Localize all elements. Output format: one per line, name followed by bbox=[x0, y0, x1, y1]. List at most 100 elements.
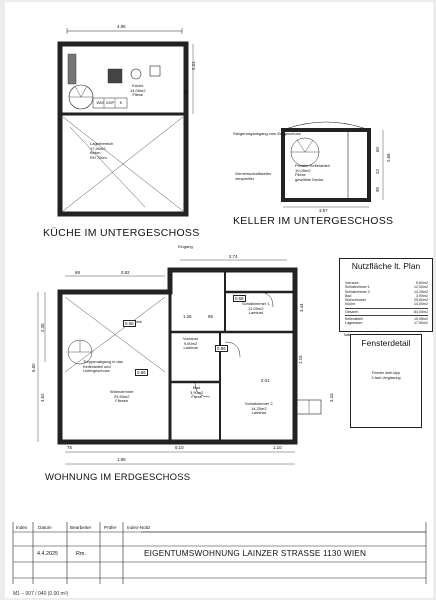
table-value-datum: 4.4.2025 bbox=[37, 551, 58, 557]
wohnung-dim-mid-c: 2.01 bbox=[261, 378, 270, 383]
tag-d: 0.86 bbox=[135, 369, 148, 376]
keller-section-title: KELLER IM UNTERGESCHOSS bbox=[233, 215, 394, 227]
table-header-datum: Datum bbox=[38, 525, 52, 530]
tag-b: 0.68 bbox=[233, 295, 246, 302]
vorraum-name: Vorraum bbox=[183, 336, 199, 341]
nutzflaeche-row: Schlafzimmer 2 14,25m2 bbox=[345, 290, 428, 294]
bad-area: 3,90m2 bbox=[190, 389, 204, 395]
kueche-dim-right: 2.21 bbox=[191, 61, 196, 70]
keller-shared-label: Gemeinschaftskeller verspertter bbox=[235, 171, 272, 181]
schlafzimmer1-area: 12,00m2 bbox=[247, 305, 264, 311]
keller-dim-bottom: 3.57 bbox=[319, 208, 328, 213]
project-title: EIGENTUMSWOHNUNG LAINZER STRASSE 1130 WI… bbox=[144, 549, 367, 558]
fensterdetail-box: Fensterdetail Fenster dreh-kipp 3-fach V… bbox=[350, 334, 422, 428]
nutzflaeche-row: Vorraum 9,60m2 bbox=[345, 281, 428, 285]
keller-dim-right-a: 60 bbox=[375, 147, 380, 152]
schlafzimmer2-label: Schlafzimmer 2 14,25m2 Laminat bbox=[245, 401, 273, 416]
storage-area: 17,90m2 bbox=[90, 145, 106, 151]
wohnung-dim-bottom-c: 1.10 bbox=[273, 445, 282, 450]
row-value: 9,60m2 bbox=[416, 281, 428, 285]
schlafzimmer2-area: 14,25m2 bbox=[250, 405, 267, 411]
table-header-bearbeiter: Bearbeiter bbox=[70, 525, 92, 530]
wohnung-dim-top: 2.74 bbox=[229, 254, 238, 259]
vorraum-floor: Laminat bbox=[183, 345, 198, 351]
keller-dim-right-c: 90 bbox=[375, 187, 380, 192]
wohnung-dim-mid-b: 95 bbox=[208, 314, 213, 319]
keller-room-ceiling: gewölbte Decke bbox=[295, 176, 324, 182]
wohnung-dim-mid-a: 1.26 bbox=[183, 314, 192, 319]
row-name: Vorraum bbox=[345, 281, 359, 285]
row-name: Schlafzimmer 2 bbox=[345, 289, 370, 294]
total-value: 84,00m2 bbox=[414, 309, 428, 314]
kueche-plan bbox=[57, 28, 194, 217]
storage-label: Lagerbereich 17,90m2 Beton RH 70cm bbox=[90, 141, 114, 160]
kueche-room-area: 14,00m2 bbox=[130, 87, 146, 93]
nutzflaeche-table: Nutzfläche lt. Plan Vorraum 9,60m2 Schlaf… bbox=[339, 258, 433, 332]
wohnung-dim-bottom-b: 5.10 bbox=[175, 445, 184, 450]
nutzflaeche-total-row: Gesamt 84,00m2 bbox=[345, 310, 428, 314]
wohnung-dim-left-b: 3.82 bbox=[121, 270, 130, 275]
keller-shared-name: Gemeinschaftskeller bbox=[235, 171, 272, 176]
row-value: 29,60m2 bbox=[414, 298, 428, 303]
nutzflaeche-row: Kellerabteil 10,05m2 bbox=[345, 317, 428, 321]
keller-shared-note: verspertter bbox=[235, 175, 255, 181]
nutzflaeche-row: Bad 3,90m2 bbox=[345, 294, 428, 298]
treppe-label: Treppenabgang in das Kellerabteil und Un… bbox=[83, 359, 123, 374]
row-value: 14,25m2 bbox=[414, 289, 428, 294]
fensterdetail-title: Fensterdetail bbox=[361, 338, 411, 348]
treppe-line3: Untergeschoss bbox=[83, 368, 110, 374]
floor-plan-sheet: 4.95 2.21 81 Küche 14,00m2 Fliese WM GSP… bbox=[5, 2, 433, 598]
wohnzimmer-label: Wohnzimmer 29,60m2 Fliesen bbox=[110, 389, 134, 404]
wohnung-dim-right-a: 1.15 bbox=[298, 355, 303, 364]
bad-name: Bad bbox=[193, 385, 201, 390]
row-name: Schlafzimmer 1 bbox=[345, 285, 370, 290]
schlafzimmer1-name: Schlafzimmer 1 bbox=[242, 301, 270, 306]
wohnzimmer-name: Wohnzimmer bbox=[110, 389, 134, 394]
vorraum-label: Vorraum 9,60m2 Laminat bbox=[183, 336, 199, 351]
treppe-line1: Treppenabgang in das bbox=[83, 359, 123, 364]
keller-stair-label: Steigerungsabgang vom Erdgeschoss bbox=[233, 131, 301, 136]
nutzflaeche-title: Nutzfläche lt. Plan bbox=[351, 261, 421, 271]
keller-dim-right-b: 22 bbox=[375, 169, 380, 174]
wohnzimmer-area: 29,60m2 bbox=[113, 393, 130, 399]
kueche-room-label: Küche 14,00m2 Fliese bbox=[130, 83, 146, 98]
keller-plan bbox=[281, 121, 384, 208]
keller-room-floor: Fliese bbox=[295, 172, 306, 178]
kueche-dim-right-lower: 81 bbox=[183, 89, 188, 94]
title-block-grid bbox=[12, 522, 427, 584]
kueche-section-title: KÜCHE IM UNTERGESCHOSS bbox=[43, 227, 200, 239]
wohnung-dim-left-vert3: 6.60 bbox=[31, 363, 36, 372]
storage-name: Lagerbereich bbox=[90, 141, 114, 146]
row-value: 10,05m2 bbox=[414, 317, 428, 322]
wohnung-dim-left-a: 69 bbox=[75, 270, 80, 275]
schlafzimmer2-floor: Laminat bbox=[251, 410, 266, 416]
nutzflaeche-separator bbox=[345, 315, 428, 317]
table-header-index: Index bbox=[16, 525, 28, 530]
kueche-room-name: Küche bbox=[132, 83, 144, 88]
keller-room-label: Privater Kellerabteil 10,05m2 Fliese gew… bbox=[295, 163, 330, 182]
row-name: Lagerraum bbox=[345, 321, 363, 326]
wohnung-plan bbox=[37, 259, 322, 465]
wohnzimmer-floor: Fliesen bbox=[115, 398, 129, 404]
wohnung-dim-bottom-a: 75 bbox=[67, 445, 72, 450]
wohnung-dim-bottom-d: 1.95 bbox=[117, 457, 126, 462]
schlafzimmer1-label: Schlafzimmer 1 12,00m2 Laminat bbox=[242, 301, 270, 316]
row-value: 3,90m2 bbox=[416, 293, 428, 298]
appliance-k: K bbox=[119, 100, 123, 105]
keller-room-name: Privater Kellerabteil bbox=[295, 163, 330, 168]
table-header-index-notiz: Index-Notiz bbox=[127, 525, 151, 530]
row-name: Kellerabteil bbox=[345, 317, 363, 322]
tag-a: 0.58 bbox=[123, 320, 136, 327]
total-name: Gesamt bbox=[345, 309, 358, 314]
fensterdetail-line2: 3-fach Verglasung bbox=[371, 376, 401, 380]
keller-room-area: 10,05m2 bbox=[295, 167, 311, 173]
tag-c: 0.96 bbox=[215, 345, 228, 352]
row-name: Bad bbox=[345, 293, 352, 298]
bad-label: Bad 3,90m2 Fliese bbox=[190, 385, 204, 400]
fensterdetail-line1: Fenster dreh-kipp bbox=[371, 371, 401, 375]
schlafzimmer1-floor: Laminat bbox=[248, 310, 263, 316]
